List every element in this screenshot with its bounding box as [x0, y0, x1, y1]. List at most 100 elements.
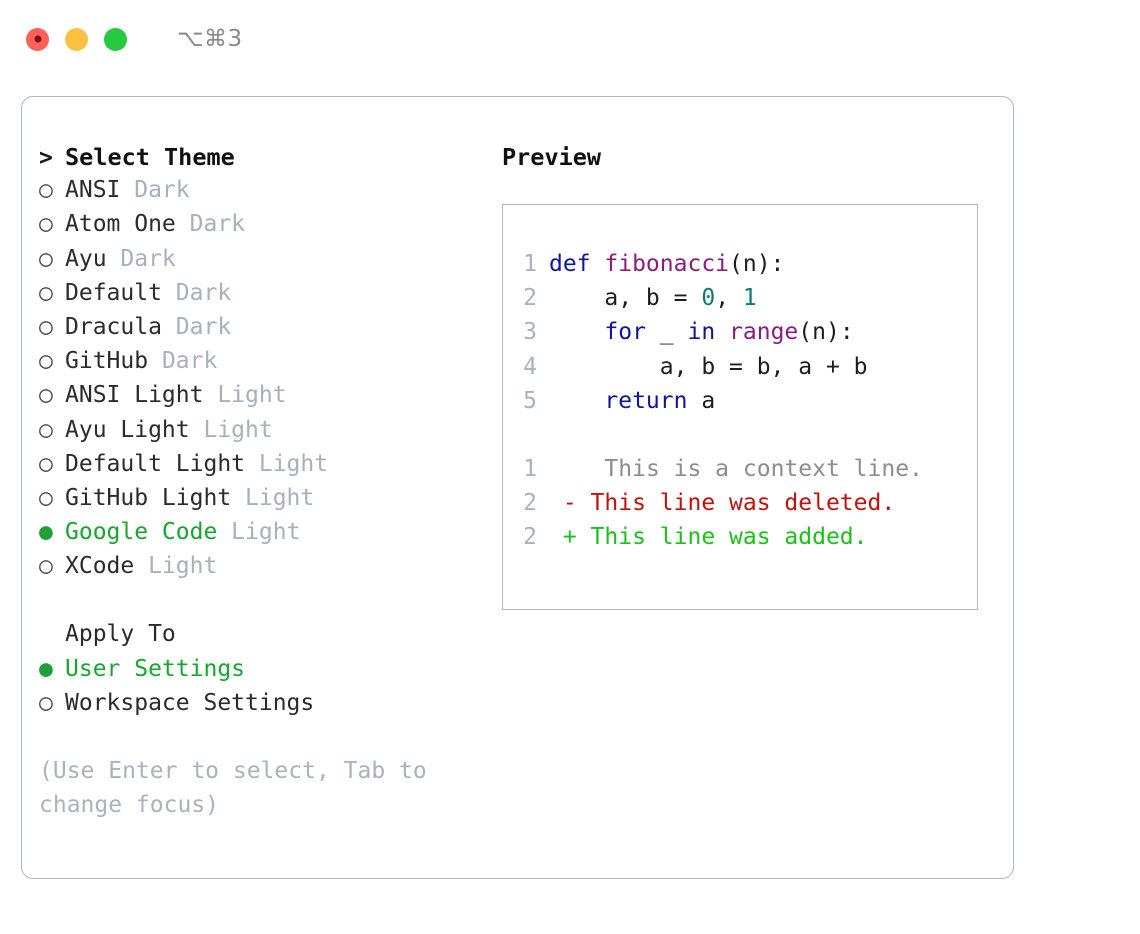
radio-unselected-icon: ○: [39, 313, 53, 340]
theme-kind-badge: Dark: [161, 313, 232, 340]
theme-list-item[interactable]: ○ GitHub Light Light: [39, 485, 479, 519]
theme-name: Atom One: [65, 211, 176, 238]
code-line: 5 return a: [503, 388, 977, 422]
code-token-fn: range: [729, 319, 799, 346]
theme-list-item[interactable]: ○ Atom One Dark: [39, 211, 479, 245]
spacer: [39, 587, 479, 621]
code-line: 3 for _ in range(n):: [503, 319, 977, 353]
theme-list-item[interactable]: ○Default Dark: [39, 280, 479, 314]
theme-list: ○ANSI Dark○Atom One Dark○Ayu Dark○Defaul…: [39, 177, 479, 587]
line-number: 1: [523, 251, 537, 277]
maximize-button[interactable]: [104, 27, 127, 51]
apply-to-option-label: Workspace Settings: [65, 689, 315, 716]
radio-unselected-icon: ○: [39, 279, 53, 306]
theme-picker-heading-label: Select Theme: [65, 143, 235, 171]
dialog-frame: > Select Theme ○ANSI Dark○Atom One Dark○…: [21, 96, 1014, 879]
theme-name: XCode: [65, 553, 135, 580]
theme-list-item[interactable]: ●Google Code Light: [39, 519, 479, 553]
code-token-pln: [715, 319, 729, 345]
code-token-pln: [549, 388, 604, 414]
keyboard-hint: (Use Enter to select, Tab to change focu…: [39, 758, 441, 819]
theme-kind-badge: Dark: [161, 279, 232, 306]
theme-list-item[interactable]: ○ ANSI Dark: [39, 177, 479, 211]
theme-list-item[interactable]: ○ GitHub Dark: [39, 348, 479, 382]
apply-to-option[interactable]: ○ Workspace Settings: [39, 690, 479, 724]
code-token-pln: [549, 319, 604, 345]
diff-sample: 1 This is a context line.2 - This line w…: [503, 456, 977, 559]
code-text: def fibonacci(n):: [549, 251, 784, 277]
code-line: 1 def fibonacci(n):: [503, 251, 977, 285]
theme-list-item[interactable]: ○XCode Light: [39, 553, 479, 587]
keyboard-shortcut-label: ⌥⌘3: [177, 26, 243, 52]
theme-list-item[interactable]: ○ Ayu Dark: [39, 246, 479, 280]
radio-unselected-icon: ○: [39, 416, 53, 443]
code-token-pln: _: [645, 319, 688, 346]
code-token-kw: for: [604, 319, 646, 346]
radio-selected-icon: ●: [39, 655, 53, 682]
apply-to-option-label: User Settings: [65, 655, 246, 682]
code-line: 4 a, b = b, a + b: [503, 354, 977, 388]
theme-kind-badge: Dark: [120, 177, 190, 204]
diff-marker: -: [549, 490, 577, 517]
radio-unselected-icon: ○: [39, 177, 53, 204]
theme-name: ANSI: [65, 177, 121, 204]
radio-unselected-icon: ○: [39, 211, 53, 238]
theme-kind-badge: Dark: [106, 245, 176, 272]
diff-marker: [549, 456, 577, 482]
theme-picker-heading: > Select Theme: [39, 143, 479, 177]
radio-unselected-icon: ○: [39, 484, 53, 511]
apply-to-heading-label: Apply To: [65, 621, 176, 648]
theme-name: Ayu Light: [65, 416, 190, 443]
line-number: 2: [523, 285, 537, 312]
theme-list-item[interactable]: ○Ayu Light Light: [39, 417, 479, 451]
code-text: a, b = b, a + b: [549, 354, 868, 380]
line-number: 1: [523, 455, 537, 482]
theme-name: Dracula: [65, 313, 162, 340]
radio-unselected-icon: ○: [39, 348, 53, 375]
theme-name: Ayu: [65, 245, 107, 272]
radio-unselected-icon: ○: [39, 450, 53, 477]
line-number: 3: [523, 319, 537, 346]
theme-name: GitHub Light: [65, 484, 232, 511]
line-number: 4: [523, 353, 537, 380]
theme-name: GitHub: [65, 348, 149, 375]
apply-to-list: ● User Settings ○ Workspace Settings: [39, 656, 479, 724]
code-token-fn: fibonacci: [604, 251, 730, 277]
theme-list-item[interactable]: ○Default Light Light: [39, 451, 479, 485]
code-token-pln: ,: [715, 285, 743, 312]
apply-to-heading-marker: [39, 623, 65, 646]
code-token-num: 0: [701, 285, 716, 312]
code-token-num: 1: [742, 285, 757, 312]
diff-marker: +: [549, 524, 577, 551]
code-token-pln: (n):: [729, 251, 785, 277]
code-token-kw: return: [604, 387, 688, 414]
close-button[interactable]: [26, 27, 49, 51]
theme-kind-badge: Dark: [175, 211, 246, 238]
line-number: 2: [523, 524, 537, 551]
theme-list-item[interactable]: ○ Dracula Dark: [39, 314, 479, 348]
preview-title: Preview: [502, 143, 602, 171]
minimize-button[interactable]: [65, 27, 88, 51]
diff-line: 2 - This line was deleted.: [503, 490, 977, 524]
preview-panel: Preview 1 def fibonacci(n): 2 a, b = 0, 1 3…: [502, 143, 992, 610]
radio-selected-icon: ●: [39, 519, 53, 546]
diff-line: 1 This is a context line.: [503, 456, 977, 490]
radio-unselected-icon: ○: [39, 245, 53, 272]
line-number: 5: [523, 387, 537, 414]
diff-text: This line was deleted.: [576, 490, 896, 517]
title-bar: ⌥⌘3: [0, 0, 1140, 78]
theme-list-item[interactable]: ○ANSI Light Light: [39, 382, 479, 416]
theme-kind-badge: Dark: [148, 348, 218, 375]
theme-picker-panel: > Select Theme ○ANSI Dark○Atom One Dark○…: [39, 143, 479, 822]
diff-text: This line was added.: [576, 524, 868, 551]
theme-kind-badge: Light: [245, 450, 329, 477]
code-token-kw: def: [549, 251, 605, 277]
code-token-pln: a, b = b, a + b: [549, 353, 868, 380]
radio-unselected-icon: ○: [39, 689, 53, 716]
apply-to-option[interactable]: ● User Settings: [39, 656, 479, 690]
theme-kind-badge: Light: [231, 484, 315, 511]
radio-unselected-icon: ○: [39, 382, 53, 409]
code-token-pln: a, b =: [549, 285, 702, 312]
theme-name: Google Code: [65, 519, 218, 546]
